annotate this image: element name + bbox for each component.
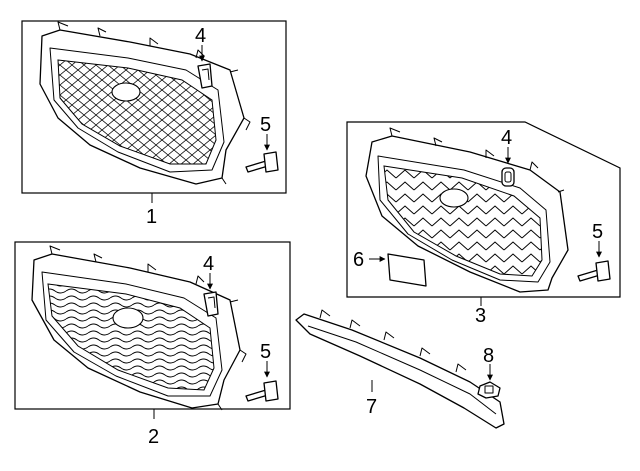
group-1-frame [21,20,287,194]
callout-clip-2: 4 [203,253,214,275]
nut [477,381,501,399]
callout-screw-2: 5 [260,341,271,363]
callout-clip-1: 4 [195,25,206,47]
clip-1 [197,63,213,89]
lower-bracket [295,309,505,429]
emblem-pad [387,253,427,287]
callout-clip-3: 4 [501,127,512,149]
grille-3 [365,127,569,293]
grille-1 [39,21,251,185]
callout-grille-2: 2 [148,426,159,448]
clip-3 [501,167,515,187]
screw-3 [577,260,611,282]
callout-screw-3: 5 [592,221,603,243]
callout-lower-bracket: 7 [366,396,377,418]
callout-nut: 8 [483,345,494,367]
grille-2 [31,245,247,411]
group-3-frame [346,121,621,298]
group-1: 4 5 1 [21,20,287,228]
group-2: 4 5 2 [14,241,291,448]
group-3: 4 5 6 3 [346,121,621,327]
screw-2 [245,380,279,402]
screw-1 [245,151,279,173]
group-2-frame [14,241,291,410]
callout-emblem-pad: 6 [353,249,364,271]
clip-2 [203,291,219,317]
callout-grille-3: 3 [475,305,486,327]
callout-screw-1: 5 [260,114,271,136]
callout-grille-1: 1 [146,206,157,228]
